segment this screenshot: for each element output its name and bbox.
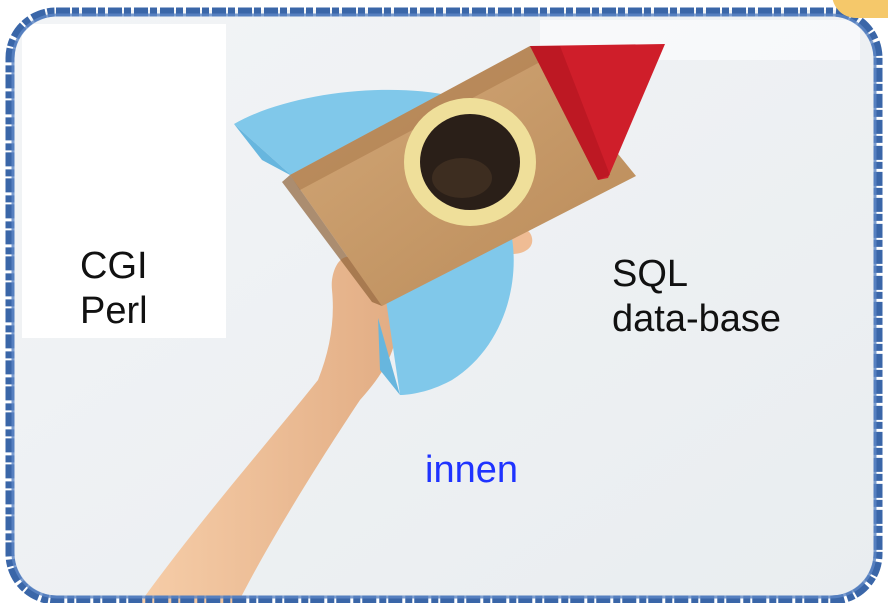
corner-ornament xyxy=(832,0,888,18)
sql-text: SQL xyxy=(612,253,689,295)
sql-database-label: SQL data-base xyxy=(612,252,781,342)
perl-text: Perl xyxy=(80,289,148,332)
database-text: data-base xyxy=(612,297,782,340)
innen-label: innen xyxy=(425,448,518,493)
cgi-perl-label: CGI Perl xyxy=(80,244,148,334)
porthole-inner-light xyxy=(432,158,492,198)
innen-text: innen xyxy=(425,449,518,491)
cgi-text: CGI xyxy=(80,245,148,287)
